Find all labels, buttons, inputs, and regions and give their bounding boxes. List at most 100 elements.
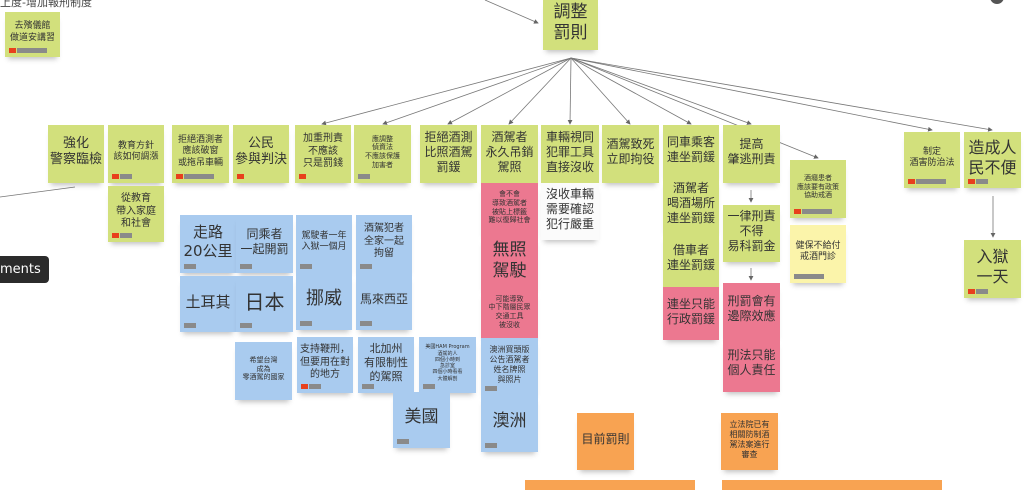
sticky-note-text: 車輛視同 犯罪工具 直接沒收 bbox=[545, 129, 594, 174]
sticky-note-text: 調整 罰則 bbox=[553, 1, 588, 43]
sticky-note[interactable]: 沒收車輛 需要確認 犯行嚴重 bbox=[541, 183, 599, 240]
note-tags bbox=[300, 321, 312, 326]
sticky-note-text: 挪威 bbox=[306, 288, 342, 310]
sticky-note[interactable]: 應調整 偵資法 不應該保護 加害者 bbox=[354, 125, 411, 183]
note-tags bbox=[360, 321, 372, 326]
red-tag bbox=[299, 174, 306, 179]
note-tags bbox=[112, 233, 132, 238]
gray-tag bbox=[120, 174, 132, 179]
sticky-note[interactable]: 造成人 民不便 bbox=[964, 132, 1021, 188]
sticky-note-text: 同乘者 一起開罰 bbox=[240, 227, 289, 256]
sticky-note[interactable]: 會不會 導致酒駕者 被貼上標籤 難以復歸社會 bbox=[481, 183, 538, 236]
sticky-note-text: 教育方針 該如何調漲 bbox=[113, 140, 159, 162]
sticky-note[interactable]: 酒駕犯者 全家一起 拘留 bbox=[356, 215, 412, 273]
sticky-note[interactable]: 支持鞭刑， 但要用在對 的地方 bbox=[297, 337, 353, 393]
sticky-note-text: 走路 20公里 bbox=[183, 223, 233, 260]
sticky-note[interactable]: 日本 bbox=[236, 276, 293, 332]
sticky-note[interactable]: 連坐只能 行政罰鍰 bbox=[663, 287, 719, 340]
sticky-note[interactable]: 教育方針 該如何調漲 bbox=[108, 125, 164, 183]
sticky-note-text: 澳洲 bbox=[492, 410, 527, 431]
sticky-note[interactable]: 健保不給付 戒酒門診 bbox=[790, 225, 846, 283]
note-tags bbox=[362, 384, 374, 389]
sticky-note-text: 日本 bbox=[244, 289, 285, 314]
red-tag bbox=[908, 179, 915, 184]
sticky-note[interactable]: 提高 肇逃刑責 bbox=[723, 125, 780, 183]
note-tags bbox=[301, 384, 321, 389]
sticky-note-text: 無照 駕駛 bbox=[492, 239, 527, 281]
sticky-note[interactable]: 澳洲買頭版 公告酒駕者 姓名牌照 與照片 bbox=[481, 338, 538, 395]
menu-icon[interactable] bbox=[990, 0, 1004, 4]
sticky-note[interactable]: 去殯儀館 做道安講習 bbox=[5, 12, 60, 57]
sticky-note[interactable]: 調整 罰則 bbox=[543, 0, 598, 50]
sticky-note-text: 酒駕者 喝酒場所 連坐罰鍰 bbox=[666, 181, 715, 225]
sticky-note[interactable]: 酒駕致死 立即拘役 bbox=[602, 125, 659, 183]
gray-tag bbox=[358, 174, 370, 179]
sticky-note[interactable]: 一律刑責 不得 易科罰金 bbox=[723, 205, 780, 262]
sticky-note[interactable]: 可能導致 中下階層民眾 交通工具 被沒收 bbox=[481, 290, 538, 338]
sticky-note-text: 從教育 帶入家庭 和社會 bbox=[116, 193, 156, 230]
sticky-note[interactable]: 目前罰則 bbox=[577, 413, 634, 470]
sticky-note[interactable]: 車輛視同 犯罪工具 直接沒收 bbox=[541, 125, 599, 183]
sticky-note[interactable]: 借車者 連坐罰鍰 bbox=[663, 233, 719, 287]
sticky-note-text: 酒癮患者 應該要有政策 協助戒酒 bbox=[797, 173, 839, 200]
sticky-note[interactable]: 公民 參與判決 bbox=[233, 125, 289, 183]
gray-tag bbox=[423, 384, 435, 389]
gray-tag bbox=[300, 321, 312, 326]
sticky-note[interactable]: 希望台灣 成為 零酒駕的國家 bbox=[235, 342, 292, 400]
gray-tag bbox=[485, 386, 497, 391]
sticky-note[interactable]: 駕駛者一年 入獄一個月 bbox=[296, 215, 352, 273]
sticky-note[interactable]: 美國 bbox=[393, 392, 450, 448]
sticky-note[interactable]: 酒駕者 喝酒場所 連坐罰鍰 bbox=[663, 178, 719, 233]
red-tag bbox=[9, 48, 16, 53]
red-tag bbox=[176, 174, 183, 179]
note-tags bbox=[112, 174, 132, 179]
note-tags bbox=[794, 274, 824, 279]
sticky-note[interactable]: 拒絕酒測者 應該破窗 或拖吊車輛 bbox=[172, 125, 229, 183]
sticky-note-text: 提高 肇逃刑責 bbox=[727, 137, 776, 166]
note-tags bbox=[184, 264, 196, 269]
sticky-note[interactable]: 入獄 一天 bbox=[964, 240, 1021, 298]
sticky-note[interactable]: 酒癮患者 應該要有政策 協助戒酒 bbox=[790, 160, 846, 218]
sticky-note[interactable]: 同乘者 一起開罰 bbox=[236, 215, 293, 273]
orange-note-partial[interactable] bbox=[722, 480, 942, 490]
sticky-note[interactable]: 拒絕酒測 比照酒駕 罰鍰 bbox=[420, 125, 477, 183]
sticky-note-text: 健保不給付 戒酒門診 bbox=[795, 240, 841, 262]
gray-tag bbox=[362, 384, 374, 389]
sticky-note-text: 制定 酒害防治法 bbox=[909, 146, 955, 168]
sticky-note-text: 酒駕犯者 全家一起 拘留 bbox=[364, 223, 404, 260]
sticky-note[interactable]: 馬來西亞 bbox=[356, 273, 412, 330]
sticky-note[interactable]: 刑罰會有 邊際效應 bbox=[723, 283, 780, 338]
sticky-note[interactable]: 加重刑責 不應該 只是罰錢 bbox=[295, 125, 351, 183]
sticky-note[interactable]: 土耳其 bbox=[180, 276, 236, 332]
sticky-note[interactable]: 同車乘客 連坐罰鍰 bbox=[663, 125, 719, 178]
gray-tag bbox=[794, 274, 824, 279]
sticky-note[interactable]: 酒駕者 永久吊銷 駕照 bbox=[481, 125, 538, 183]
sticky-note-text: 應調整 偵資法 不應該保護 加害者 bbox=[365, 134, 400, 169]
red-tag bbox=[968, 179, 975, 184]
sticky-note-text: 強化 警察臨檢 bbox=[50, 135, 103, 167]
note-tags bbox=[184, 323, 196, 328]
sticky-note[interactable]: 北加州 有限制性 的駕照 bbox=[358, 337, 414, 393]
gray-tag bbox=[976, 179, 988, 184]
sticky-note-text: 拒絕酒測者 應該破窗 或拖吊車輛 bbox=[177, 135, 223, 168]
sticky-note[interactable]: 從教育 帶入家庭 和社會 bbox=[108, 186, 164, 242]
comments-tooltip: ments bbox=[0, 256, 49, 283]
note-tags bbox=[9, 48, 47, 53]
sticky-note[interactable]: 澳洲 bbox=[481, 395, 538, 452]
sticky-note[interactable]: 美國HAM Program 酒駕的人 四個小時到 急診室 四個小時看看 大體解剖 bbox=[419, 337, 476, 393]
sticky-note[interactable]: 強化 警察臨檢 bbox=[48, 125, 104, 183]
sticky-note[interactable]: 無照 駕駛 bbox=[481, 236, 538, 290]
sticky-note-text: 借車者 連坐罰鍰 bbox=[666, 243, 715, 272]
sticky-note[interactable]: 立法院已有 相關防制酒 駕法案進行 審查 bbox=[721, 413, 778, 470]
gray-tag bbox=[184, 323, 196, 328]
gray-tag bbox=[240, 323, 252, 328]
gray-tag bbox=[309, 384, 321, 389]
sticky-note-text: 入獄 一天 bbox=[976, 247, 1009, 286]
board-title: 上度-增加報刑制度 bbox=[0, 0, 92, 9]
sticky-note[interactable]: 挪威 bbox=[296, 273, 352, 330]
sticky-note[interactable]: 走路 20公里 bbox=[180, 215, 236, 273]
sticky-note[interactable]: 制定 酒害防治法 bbox=[904, 132, 960, 188]
orange-note-partial[interactable] bbox=[525, 480, 695, 490]
sticky-note[interactable]: 刑法只能 個人責任 bbox=[723, 338, 780, 392]
